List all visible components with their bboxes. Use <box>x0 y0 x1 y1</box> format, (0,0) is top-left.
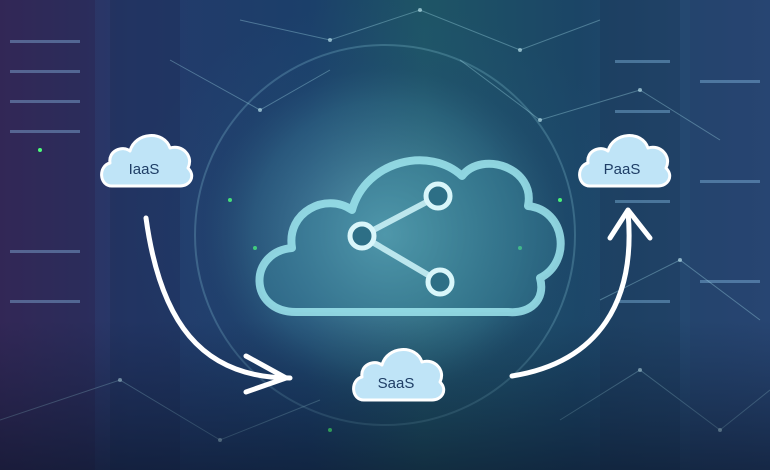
iaas-cloud: IaaS <box>100 134 194 188</box>
cloud-share-icon <box>255 156 565 317</box>
arrow-down-right-icon <box>143 215 293 395</box>
arrow-up-icon <box>509 207 653 379</box>
saas-cloud: SaaS <box>352 348 446 402</box>
saas-label: SaaS <box>378 375 415 392</box>
paas-label: PaaS <box>604 161 641 178</box>
iaas-label: IaaS <box>129 161 160 178</box>
paas-cloud: PaaS <box>578 134 672 188</box>
